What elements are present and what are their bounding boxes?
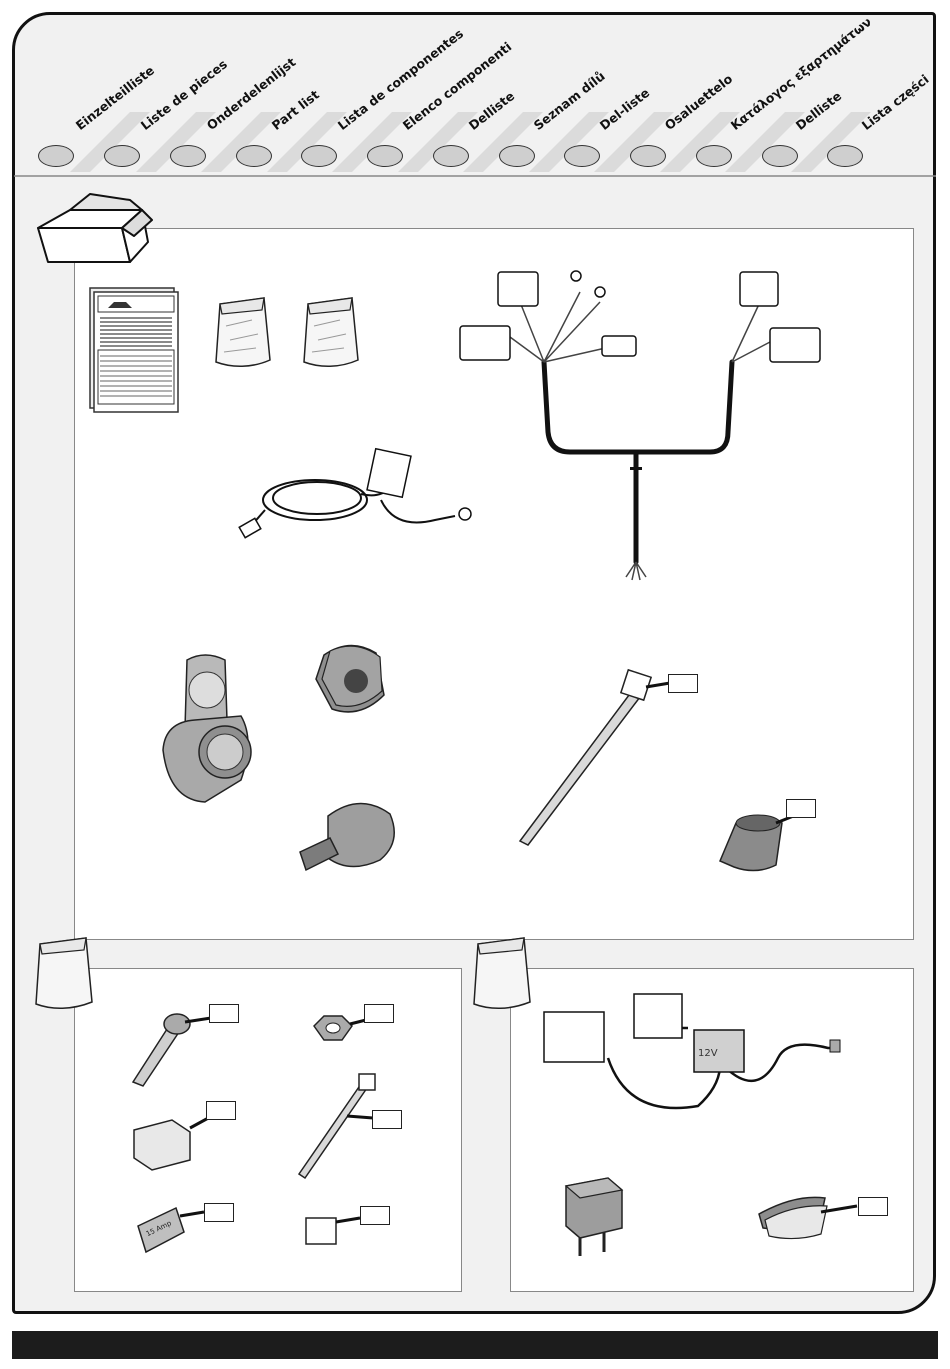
- ref-box-cone-grommet: [786, 799, 816, 818]
- checkbox-circle-3[interactable]: [170, 145, 206, 167]
- ref-box-fuse: [204, 1203, 234, 1222]
- wiring-harness-icon: [440, 262, 840, 582]
- ref-box-nut: [364, 1004, 394, 1023]
- bolt-icon: [125, 1008, 215, 1088]
- ref-box-cable-tie: [668, 674, 698, 693]
- checkbox-circle-10[interactable]: [630, 145, 666, 167]
- module-label: 12V: [698, 1048, 718, 1059]
- control-module-icon: 12V: [538, 988, 868, 1128]
- electronics-bag-icon: [470, 932, 534, 1012]
- ref-box-connector: [206, 1101, 236, 1120]
- box-icon: [30, 192, 155, 267]
- connector-housing-icon: [128, 1102, 218, 1172]
- small-parts-bag-icon: [32, 932, 96, 1012]
- socket-gasket-icon: [310, 635, 390, 720]
- parts-bag-1-icon: [212, 290, 274, 372]
- relay-icon: [560, 1172, 632, 1262]
- checkbox-circle-5[interactable]: [301, 145, 337, 167]
- footer-bar: [12, 1331, 938, 1359]
- adhesive-pad-icon: [755, 1186, 865, 1246]
- checkbox-circle-6[interactable]: [367, 145, 403, 167]
- parts-bag-2-icon: [300, 290, 362, 372]
- ref-box-cable-tie-small: [372, 1110, 402, 1129]
- ref-box-bolt: [209, 1004, 239, 1023]
- header-shading: [0, 0, 950, 180]
- checkbox-circle-11[interactable]: [696, 145, 732, 167]
- nut-icon: [310, 1012, 368, 1046]
- cone-grommet-icon: [716, 805, 796, 875]
- ref-box-fuse-holder: [360, 1206, 390, 1225]
- checkbox-circle-9[interactable]: [564, 145, 600, 167]
- trailer-socket-icon: [155, 650, 265, 815]
- ref-box-adhesive-pad: [858, 1197, 888, 1216]
- grommet-cap-icon: [290, 790, 405, 880]
- checkbox-circle-1[interactable]: [38, 145, 74, 167]
- checkbox-circle-4[interactable]: [236, 145, 272, 167]
- ground-cable-icon: [235, 440, 495, 550]
- checkbox-circle-12[interactable]: [762, 145, 798, 167]
- checkbox-circle-8[interactable]: [499, 145, 535, 167]
- checkbox-circle-13[interactable]: [827, 145, 863, 167]
- checkbox-circle-2[interactable]: [104, 145, 140, 167]
- checkbox-circle-7[interactable]: [433, 145, 469, 167]
- instruction-sheet-icon: [88, 286, 180, 414]
- fuse-holder-icon: [300, 1208, 364, 1250]
- fuse-icon: 15 Amp: [132, 1202, 212, 1264]
